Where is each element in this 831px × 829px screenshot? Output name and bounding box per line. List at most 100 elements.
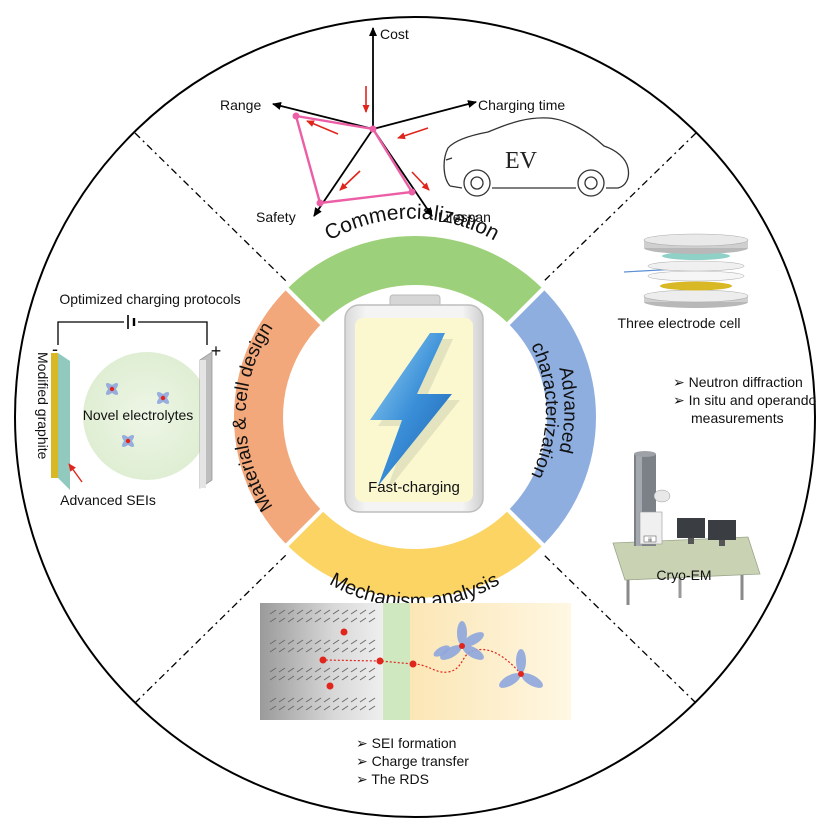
graphite-mark: [350, 667, 358, 673]
graphite-mark: [359, 675, 367, 681]
protocol-label: Optimized charging protocols: [59, 291, 240, 307]
lithium-ions: [319, 628, 417, 690]
graphite-mark: [278, 675, 286, 681]
graphite-mark: [323, 667, 331, 673]
radar-red-arrows: [306, 86, 430, 191]
ring-segment-materials: [229, 284, 326, 550]
ev-car-icon: [443, 117, 630, 197]
mechanism-list: ➢ SEI formation ➢ Charge transfer ➢ The …: [356, 734, 469, 788]
graphite-mark: [350, 675, 358, 681]
graphite-mark: [341, 667, 349, 673]
graphite-mark: [287, 617, 295, 623]
sei-label: Advanced SEIs: [60, 492, 156, 508]
radar-axis-safety: Safety: [256, 209, 296, 225]
left-panel: Optimized charging protocols - + Novel e…: [35, 291, 241, 508]
radar-axis-range: Range: [220, 97, 261, 113]
graphite-mark: [350, 647, 358, 653]
graphite-mark: [323, 609, 331, 615]
graphite-mark: [368, 667, 376, 673]
ion-path: [322, 648, 522, 675]
graphite-mark: [269, 647, 277, 653]
graphite-mark: [368, 647, 376, 653]
graphite-layers: [269, 609, 376, 711]
graphite-mark: [305, 609, 313, 615]
graphite-mark: [341, 609, 349, 615]
center-ring: [229, 231, 601, 603]
plus-sign: +: [211, 341, 222, 361]
graphite-mark: [269, 639, 277, 645]
mechanism-item: ➢ SEI formation: [356, 735, 457, 751]
graphite-mark: [368, 705, 376, 711]
graphite-mark: [287, 697, 295, 703]
graphite-mark: [341, 639, 349, 645]
graphite-mark: [350, 697, 358, 703]
graphite-mark: [314, 705, 322, 711]
graphite-mark: [305, 697, 313, 703]
graphite-mark: [359, 647, 367, 653]
minus-sign: -: [52, 339, 58, 359]
graphite-mark: [368, 609, 376, 615]
graphite-mark: [314, 617, 322, 623]
radar-axis-charging-time: Charging time: [478, 97, 565, 113]
graphite-mark: [287, 639, 295, 645]
graphite-mark: [287, 667, 295, 673]
graphite-mark: [323, 697, 331, 703]
graphite-mark: [323, 639, 331, 645]
graphite-mark: [359, 609, 367, 615]
graphite-mark: [341, 675, 349, 681]
graphite-mark: [314, 609, 322, 615]
graphite-mark: [305, 705, 313, 711]
bullet-arrow-icon: ➢: [356, 771, 368, 787]
graphite-mark: [341, 705, 349, 711]
graphite-mark: [368, 675, 376, 681]
radar-chart: Cost Charging time Lifespan Safety Range: [220, 26, 565, 225]
graphite-mark: [314, 667, 322, 673]
graphite-mark: [359, 667, 367, 673]
bullet-arrow-icon: ➢: [356, 753, 368, 769]
solvated-ion-large-icons: [433, 621, 543, 688]
technique-list: ➢ Neutron diffraction ➢ In situ and oper…: [673, 373, 816, 427]
graphite-mark: [332, 647, 340, 653]
cryo-em-icon: iii: [612, 451, 761, 605]
graphite-mark: [359, 639, 367, 645]
graphite-mark: [368, 639, 376, 645]
graphite-mark: [350, 639, 358, 645]
graphite-mark: [368, 697, 376, 703]
graphite-mark: [296, 617, 304, 623]
graphite-mark: [269, 697, 277, 703]
graphite-mark: [323, 617, 331, 623]
sei-schematic: [260, 603, 571, 720]
current-collector: [51, 353, 58, 478]
graphite-mark: [305, 617, 313, 623]
graphite-mark: [305, 639, 313, 645]
cryo-label: Cryo-EM: [656, 567, 711, 583]
graphite-mark: [305, 675, 313, 681]
graphite-mark: [359, 617, 367, 623]
graphite-mark: [287, 609, 295, 615]
cell-label: Three electrode cell: [618, 315, 741, 331]
radar-axis-lifespan: Lifespan: [438, 209, 491, 225]
center-label: Fast-charging: [368, 479, 460, 496]
electrolyte-label: Novel electrolytes: [83, 407, 194, 423]
battery-icon: Fast-charging: [344, 294, 484, 513]
graphite-mark: [287, 675, 295, 681]
three-electrode-cell: Three electrode cell: [618, 233, 749, 331]
graphite-mark: [314, 647, 322, 653]
graphite-mark: [296, 667, 304, 673]
monitor-tag: iii: [648, 538, 651, 544]
mechanism-item: ➢ The RDS: [356, 771, 429, 787]
solvated-ion-icons: [105, 382, 170, 448]
graphite-mark: [359, 705, 367, 711]
graphite-mark: [332, 675, 340, 681]
graphite-mark: [350, 705, 358, 711]
bullet-arrow-icon: ➢: [673, 392, 685, 408]
technique-item: measurements: [691, 410, 784, 426]
graphite-mark: [278, 667, 286, 673]
cathode-face: [200, 360, 206, 488]
graphite-mark: [305, 647, 313, 653]
bullet-arrow-icon: ➢: [356, 735, 368, 751]
graphite-mark: [350, 609, 358, 615]
graphite-mark: [278, 697, 286, 703]
